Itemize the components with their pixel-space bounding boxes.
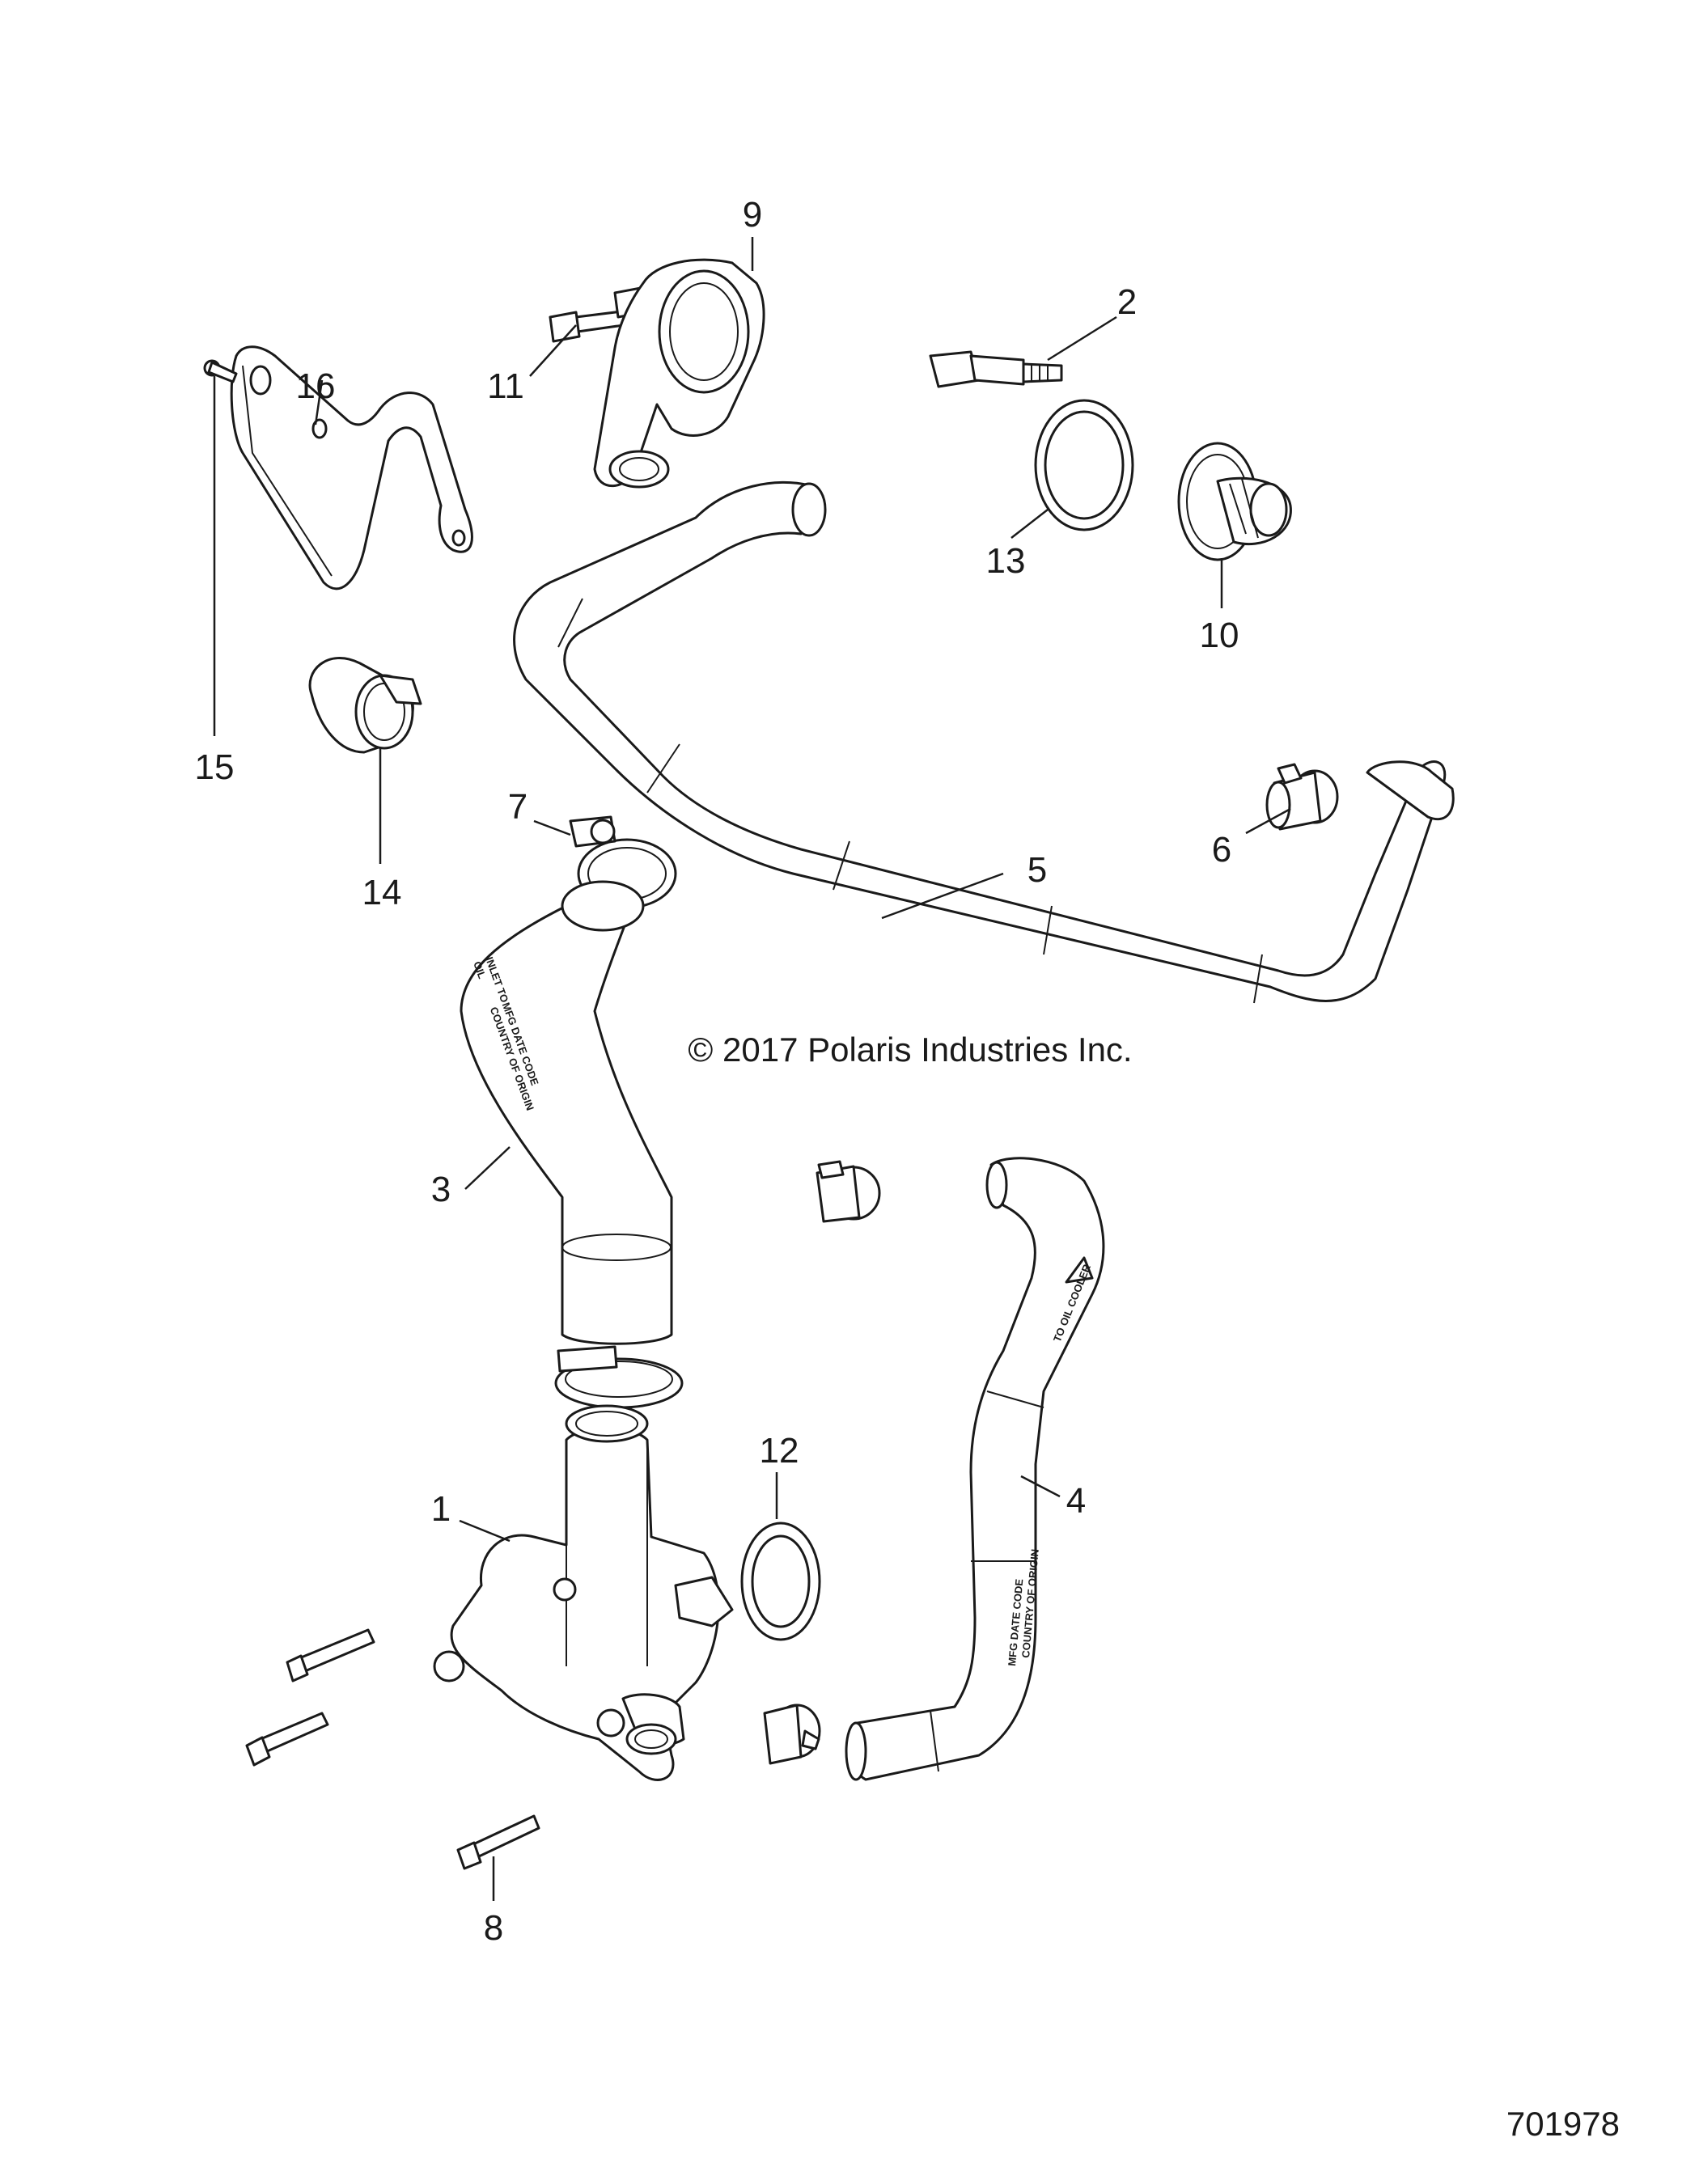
callout-6: 6 [1212,830,1231,870]
callout-16: 16 [296,366,336,406]
callout-14: 14 [362,873,402,912]
callout-numbers: 1 2 3 4 5 6 7 8 9 10 11 12 13 14 15 16 [195,195,1239,1948]
thermostat-part-10 [1177,442,1292,561]
callout-13: 13 [986,541,1026,581]
seal-ring-part-13 [1034,399,1134,531]
clamp-lower-right [763,1704,821,1765]
callout-4: 4 [1066,1481,1086,1521]
callout-2: 2 [1117,282,1137,322]
screw-part-15 [203,359,238,383]
hose-part-3 [460,880,673,1345]
callout-11: 11 [487,366,524,406]
clamp-lower-worm [554,1345,684,1409]
callout-12: 12 [760,1431,799,1471]
copyright-text: © 2017 Polaris Industries Inc. [688,1031,1132,1069]
callout-3: 3 [431,1170,451,1209]
document-number: 701978 [1506,2105,1620,2143]
hose-part-4 [845,1157,1105,1781]
clamp-upper-right [816,1160,881,1223]
callout-1: 1 [431,1489,451,1529]
callout-7: 7 [508,787,527,827]
water-pump-part-1 [433,1404,734,1781]
clamp-part-6 [1265,763,1339,831]
hose-part-5 [513,480,1455,1004]
callout-8: 8 [484,1908,503,1948]
callout-10: 10 [1200,616,1239,655]
hose-3-text-2: OIL [471,959,489,980]
leader-lines [213,237,1291,1901]
bracket-part-16 [230,345,473,590]
seal-ring-part-12 [740,1522,821,1641]
thermostat-housing-part-9 [593,258,765,489]
callout-9: 9 [743,195,762,235]
clamp-part-14 [308,657,422,754]
callout-15: 15 [195,747,235,787]
bolts-part-8 [245,1628,540,1870]
callout-5: 5 [1027,850,1047,890]
temp-sensor-part-2 [929,350,1063,388]
